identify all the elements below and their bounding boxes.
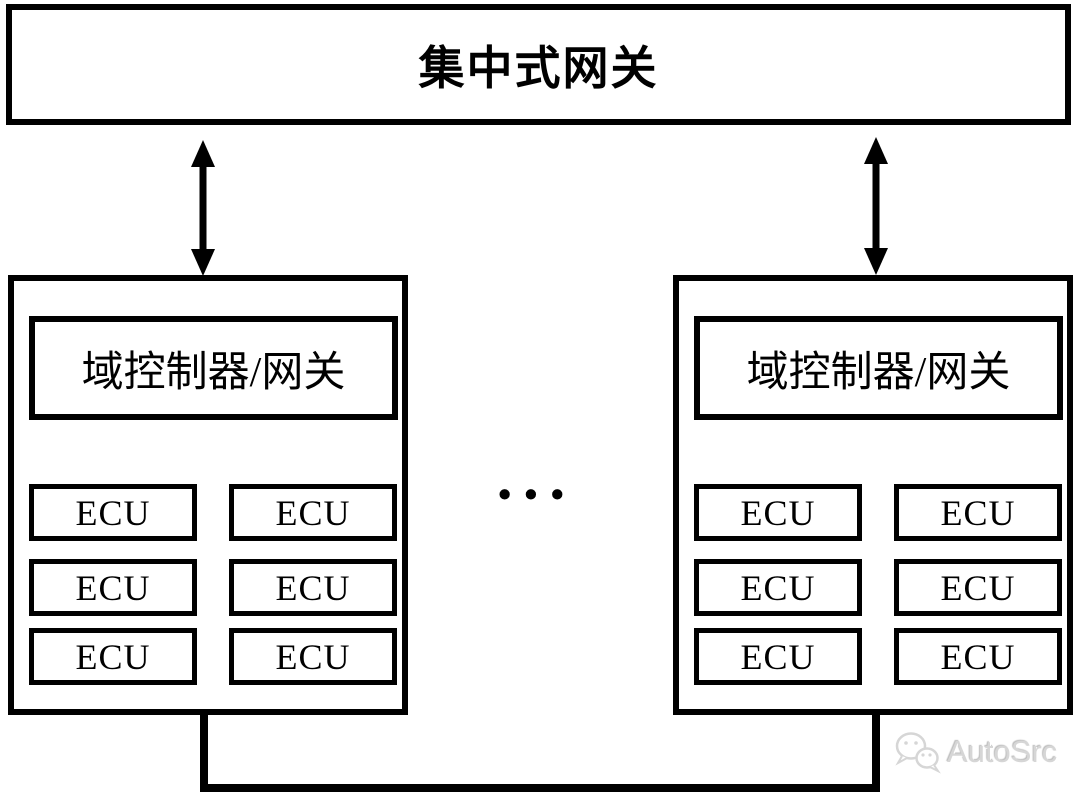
arrow-head-down-icon: [864, 248, 888, 275]
domain-controller-box-left: 域控制器/网关: [29, 316, 398, 420]
ecu-label: ECU: [740, 492, 816, 533]
ecu-box: ECU: [229, 628, 397, 685]
ecu-box: ECU: [29, 484, 197, 541]
domain-box-left: 域控制器/网关 ECU ECU ECU ECU ECU ECU: [8, 275, 408, 715]
domain-box-right: 域控制器/网关 ECU ECU ECU ECU ECU ECU: [673, 275, 1073, 715]
ecu-label: ECU: [740, 567, 816, 608]
central-gateway-box: 集中式网关: [6, 4, 1071, 125]
watermark: AutoSrc: [893, 730, 1057, 774]
ecu-box: ECU: [894, 559, 1062, 616]
double-arrow-left: [191, 140, 215, 276]
ecu-label: ECU: [275, 492, 351, 533]
arrow-head-down-icon: [191, 249, 215, 276]
arrow-shaft: [199, 162, 207, 252]
central-gateway-label: 集中式网关: [418, 42, 659, 94]
bottom-bus-connector: [200, 708, 880, 792]
ecu-box: ECU: [229, 484, 397, 541]
wechat-icon: [895, 732, 941, 774]
ecu-box: ECU: [694, 484, 862, 541]
ecu-label: ECU: [940, 636, 1016, 677]
ecu-label: ECU: [940, 567, 1016, 608]
domain-controller-label: 域控制器/网关: [746, 349, 1011, 396]
ecu-box: ECU: [29, 628, 197, 685]
ecu-box: ECU: [894, 484, 1062, 541]
ecu-box: ECU: [29, 559, 197, 616]
watermark-label: AutoSrc: [947, 734, 1058, 769]
double-arrow-right: [864, 137, 888, 275]
ecu-label: ECU: [75, 492, 151, 533]
arrow-head-up-icon: [864, 137, 888, 164]
ecu-label: ECU: [940, 492, 1016, 533]
ecu-label: ECU: [75, 636, 151, 677]
domain-controller-box-right: 域控制器/网关: [694, 316, 1063, 420]
ellipsis-dots: •••: [498, 474, 577, 516]
arrow-head-up-icon: [191, 140, 215, 167]
ecu-box: ECU: [229, 559, 397, 616]
arrow-shaft: [872, 160, 880, 252]
ecu-label: ECU: [275, 636, 351, 677]
ecu-box: ECU: [894, 628, 1062, 685]
domain-controller-label: 域控制器/网关: [81, 349, 346, 396]
ecu-box: ECU: [694, 559, 862, 616]
ecu-label: ECU: [275, 567, 351, 608]
ecu-label: ECU: [740, 636, 816, 677]
ecu-box: ECU: [694, 628, 862, 685]
ecu-label: ECU: [75, 567, 151, 608]
